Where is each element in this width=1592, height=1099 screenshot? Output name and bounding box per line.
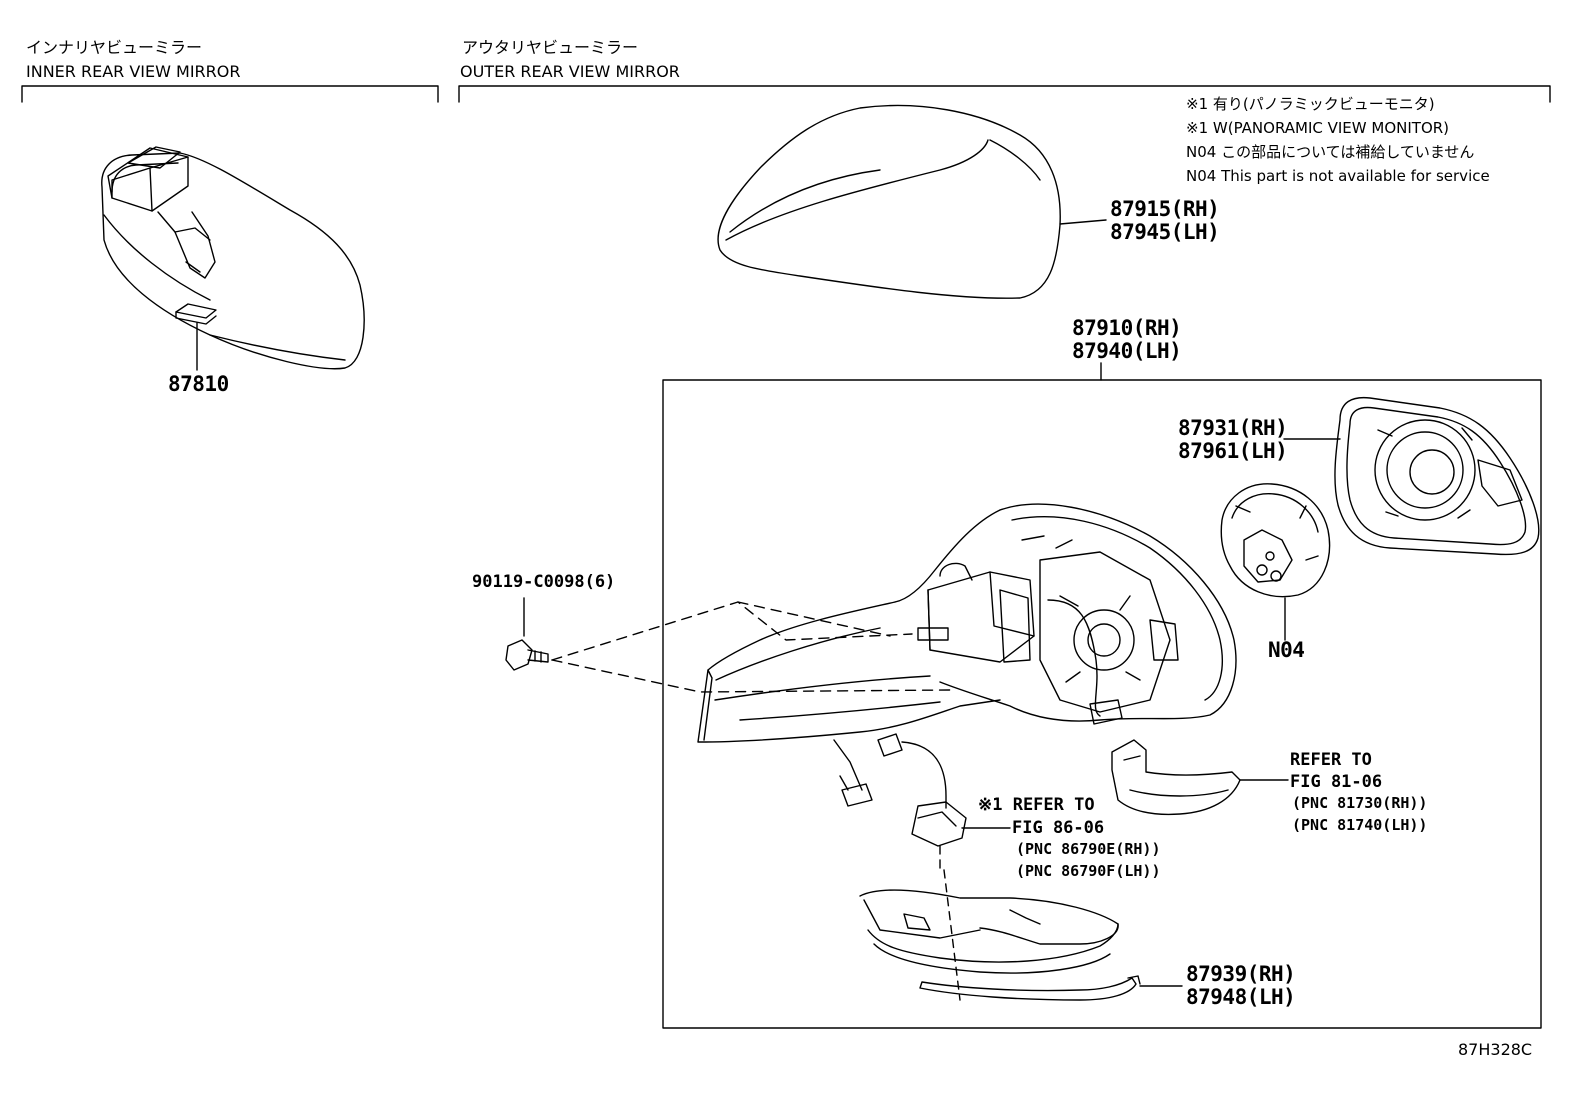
part-number-cover-rh[interactable]: 87915(RH) [1110,197,1220,221]
ref-camera-pnc-lh: (PNC 86790F(LH)) [1016,862,1161,880]
note-line: ※1 W(PANORAMIC VIEW MONITOR) [1186,119,1450,137]
actuator-note-n04[interactable]: N04 [1268,638,1305,662]
outer-section-bracket [459,86,1550,102]
screw-dashed-leaders [552,602,950,692]
garnish-drawing [920,976,1182,1000]
part-number-mirror-glass-rh[interactable]: 87931(RH) [1178,416,1288,440]
ref-camera-fig[interactable]: FIG 86-06 [1012,818,1105,838]
part-number-cover-lh[interactable]: 87945(LH) [1110,220,1220,244]
ref-turn-signal-title: REFER TO [1290,750,1372,770]
mirror-housing-drawing [698,504,1236,742]
ref-turn-signal-fig[interactable]: FIG 81-06 [1290,772,1383,792]
inner-mirror-drawing [102,147,364,370]
inner-title-ja: インナリヤビューミラー [26,38,203,57]
actuator-drawing [1221,484,1329,640]
part-number-assembly-rh[interactable]: 87910(RH) [1072,316,1182,340]
part-number-garnish-rh[interactable]: 87939(RH) [1186,962,1296,986]
camera-drawing [878,734,1010,1000]
lower-bezel-drawing [860,890,1118,973]
screw-drawing [506,598,548,670]
ref-turn-signal-pnc-lh: (PNC 81740(LH)) [1292,816,1428,834]
note-line: N04 This part is not available for servi… [1186,167,1490,185]
ref-camera-title: ※1 REFER TO [978,795,1095,815]
outer-title-ja: アウタリヤビューミラー [462,38,639,57]
part-number-garnish-lh[interactable]: 87948(LH) [1186,985,1296,1009]
inner-section-bracket [22,86,438,102]
figure-id: 87H328C [1458,1040,1533,1059]
harness-connector-drawing [834,740,872,806]
assembly-box [663,363,1541,1028]
note-line: N04 この部品については補給していません [1186,143,1475,161]
mirror-glass-drawing [1284,398,1539,555]
ref-camera-pnc-rh: (PNC 86790E(RH)) [1016,840,1161,858]
part-number-screw[interactable]: 90119-C0098(6) [472,572,616,592]
inner-title-en: INNER REAR VIEW MIRROR [26,62,241,81]
note-line: ※1 有り(パノラミックビューモニタ) [1186,95,1435,113]
turn-signal-drawing [1112,740,1288,814]
part-number-mirror-glass-lh[interactable]: 87961(LH) [1178,439,1288,463]
part-number-87810[interactable]: 87810 [168,372,229,396]
mirror-cover-drawing [718,106,1106,299]
ref-turn-signal-pnc-rh: (PNC 81730(RH)) [1292,794,1428,812]
outer-title-en: OUTER REAR VIEW MIRROR [460,62,680,81]
part-number-assembly-lh[interactable]: 87940(LH) [1072,339,1182,363]
